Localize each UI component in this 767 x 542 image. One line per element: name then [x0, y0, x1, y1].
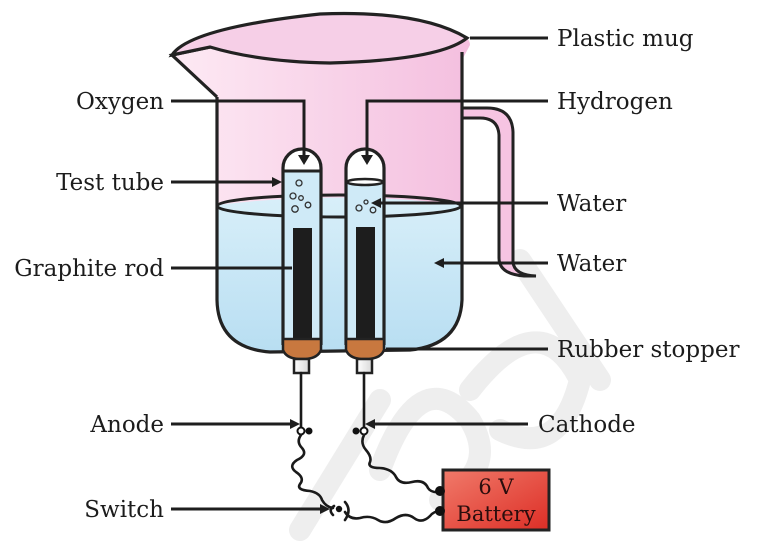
arrow-water-mug	[434, 258, 444, 268]
leader-hydrogen	[365, 99, 548, 160]
leader-oxygen	[171, 99, 306, 160]
rubber-stopper-right	[344, 337, 386, 361]
battery-label: Battery	[456, 502, 535, 526]
switch-symbol	[329, 500, 350, 522]
mug-rim	[168, 11, 470, 65]
label-anode: Anode	[89, 412, 164, 438]
label-water-mug: Water	[557, 251, 626, 277]
arrow-water-tube	[371, 198, 381, 208]
wire-cathode-to-battery	[361, 433, 442, 494]
arrow-test-tube	[272, 177, 282, 187]
test-tube-right	[344, 147, 386, 375]
label-hydrogen: Hydrogen	[557, 89, 673, 115]
graphite-rod-right	[356, 227, 375, 340]
label-cathode: Cathode	[538, 412, 636, 438]
battery-voltage: 6 V	[478, 475, 514, 499]
test-tube-left	[281, 147, 323, 375]
rubber-stopper-left	[281, 337, 323, 361]
label-water-tube: Water	[557, 191, 626, 217]
mug-handle	[458, 106, 537, 278]
label-switch: Switch	[84, 497, 164, 523]
arrow-hydrogen	[361, 155, 373, 165]
graphite-rod-left	[293, 228, 312, 340]
label-test-tube: Test tube	[56, 170, 164, 196]
mug-outline	[215, 52, 464, 354]
arrow-cathode	[365, 419, 375, 429]
arrow-anode	[290, 419, 300, 429]
wire-switch-to-battery	[343, 509, 442, 524]
leader-lines	[171, 36, 548, 514]
water-surface	[215, 193, 463, 219]
terminal-cap-right	[355, 357, 374, 375]
labels: Plastic mug Oxygen Hydrogen Test tube Wa…	[14, 26, 739, 523]
arrow-switch	[320, 504, 330, 514]
label-oxygen: Oxygen	[76, 89, 164, 115]
terminal-cap-left	[292, 357, 311, 375]
battery: 6 V Battery	[435, 468, 551, 532]
arrow-oxygen	[298, 155, 310, 165]
hydrogen-bubbles	[355, 199, 377, 214]
anode-terminal	[296, 426, 313, 436]
mug-water	[217, 197, 462, 352]
oxygen-bubbles	[289, 179, 312, 213]
label-rubber-stopper: Rubber stopper	[557, 337, 739, 363]
label-graphite-rod: Graphite rod	[14, 256, 164, 282]
wire-anode-to-switch	[290, 433, 335, 510]
label-plastic-mug: Plastic mug	[557, 26, 694, 52]
